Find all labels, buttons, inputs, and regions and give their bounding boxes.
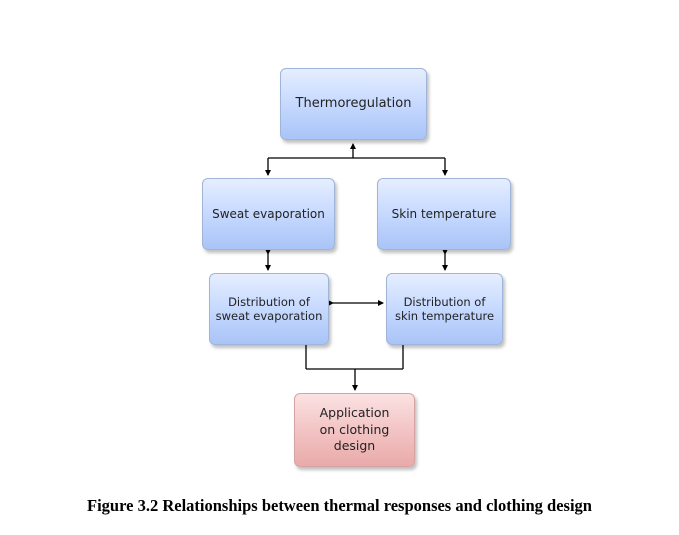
node-distribution-sweat-label: Distribution of sweat evaporation [215, 294, 323, 323]
node-skin-temperature-label: Skin temperature [391, 206, 497, 221]
node-thermoregulation: Thermoregulation [280, 68, 427, 140]
node-distribution-skin-label: Distribution of skin temperature [394, 294, 495, 323]
node-application-label: Application on clothing design [319, 404, 390, 454]
node-skin-temperature: Skin temperature [377, 178, 511, 250]
node-sweat-evaporation-label: Sweat evaporation [212, 206, 325, 221]
node-distribution-sweat: Distribution of sweat evaporation [209, 273, 329, 345]
node-distribution-skin: Distribution of skin temperature [386, 273, 503, 345]
figure-caption: Figure 3.2 Relationships between thermal… [87, 496, 592, 515]
node-thermoregulation-label: Thermoregulation [295, 95, 412, 111]
node-application: Application on clothing design [294, 393, 415, 467]
node-sweat-evaporation: Sweat evaporation [202, 178, 335, 250]
